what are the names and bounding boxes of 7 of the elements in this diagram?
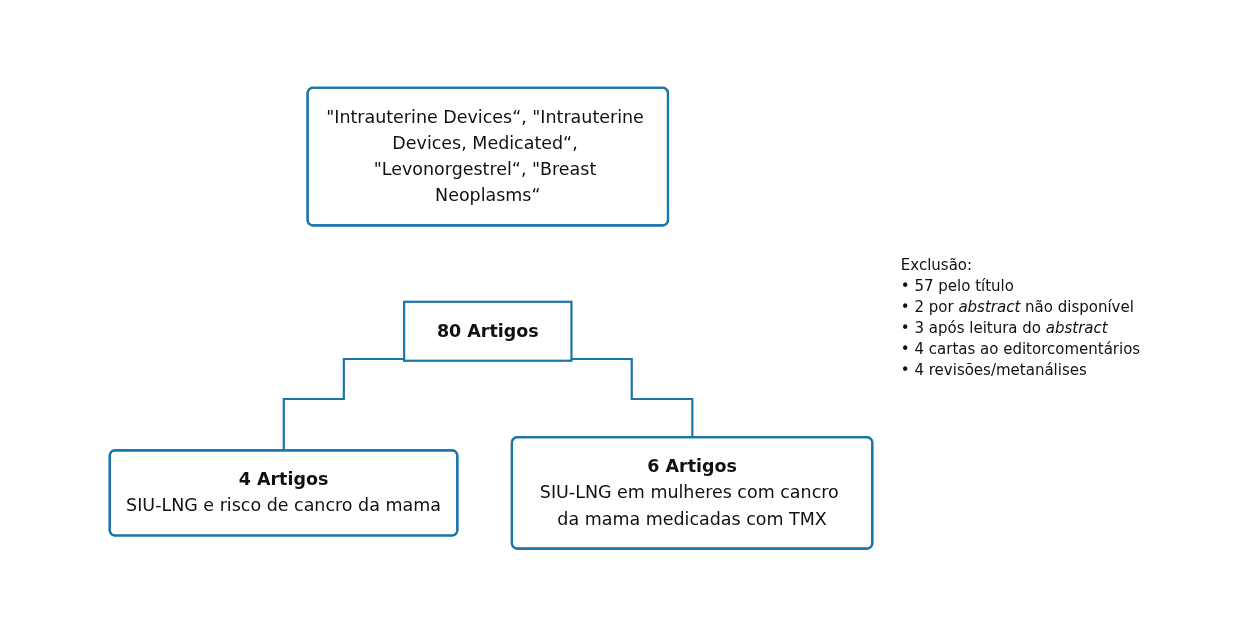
exclusion-item: • 3 após leitura do abstract	[900, 318, 1109, 339]
exclusion-item: • 4 revisões/metanálises	[900, 360, 1088, 381]
exclusion-heading: Exclusão:	[900, 255, 974, 276]
exclusion-item: • 2 por abstract não disponível	[900, 297, 1135, 318]
node-box: 80 Artigos	[402, 300, 573, 362]
exclusion-item: • 57 pelo título	[900, 276, 1015, 297]
exclusion-item: • 4 cartas ao editorcomentários	[900, 339, 1141, 360]
